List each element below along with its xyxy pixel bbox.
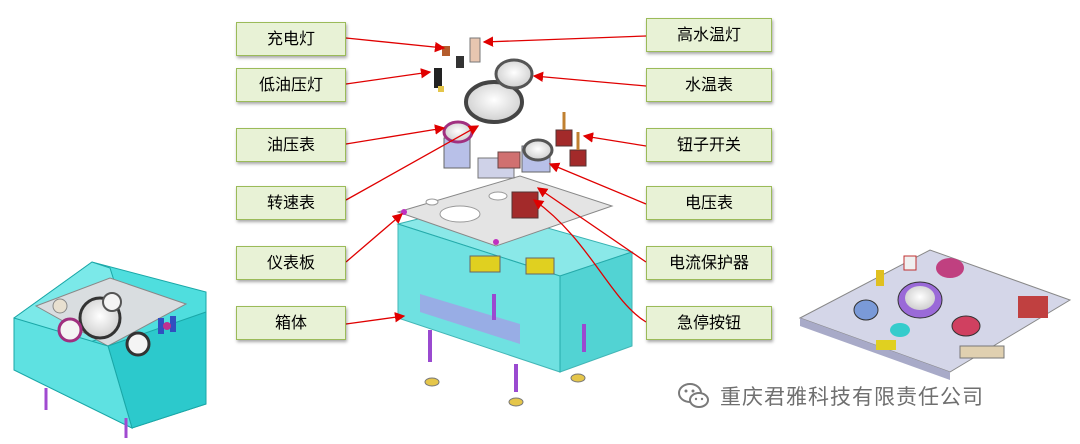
label-panel: 仪表板 [236,246,346,280]
arrow-toggle-switch [582,132,647,147]
arrow-voltmeter [548,162,647,205]
exploded-lamps [434,37,481,92]
arrow-charge-lamp [345,37,446,53]
arrow-high-temp-lamp [482,35,647,47]
label-estop-button: 急停按钮 [646,306,772,340]
arrow-low-oil-lamp [345,68,432,85]
assembled-box-view [13,261,207,438]
callout-arrows [345,35,647,325]
arrow-panel [345,213,403,263]
arrow-water-temp-gauge [532,71,647,87]
label-low-oil-lamp: 低油压灯 [236,68,346,102]
exploded-gauges [442,58,587,219]
arrow-oil-gauge [345,124,446,145]
label-box: 箱体 [236,306,346,340]
wechat-icon [678,383,709,408]
arrow-estop-button [532,199,647,323]
label-high-temp-lamp: 高水温灯 [646,18,772,52]
label-tachometer: 转速表 [236,186,346,220]
watermark: 重庆君雅科技有限责任公司 [676,378,984,414]
circuit-board-view [798,249,1072,380]
label-water-temp-gauge: 水温表 [646,68,772,102]
arrow-tachometer [345,125,480,201]
label-voltmeter: 电压表 [646,186,772,220]
label-oil-gauge: 油压表 [236,128,346,162]
watermark-text: 重庆君雅科技有限责任公司 [720,385,984,409]
label-current-protector: 电流保护器 [646,246,772,280]
label-charge-lamp: 充电灯 [236,22,346,56]
arrow-current-protector [536,187,647,263]
arrow-box [345,312,406,325]
exploded-panel [396,175,614,247]
label-toggle-switch: 钮子开关 [646,128,772,162]
